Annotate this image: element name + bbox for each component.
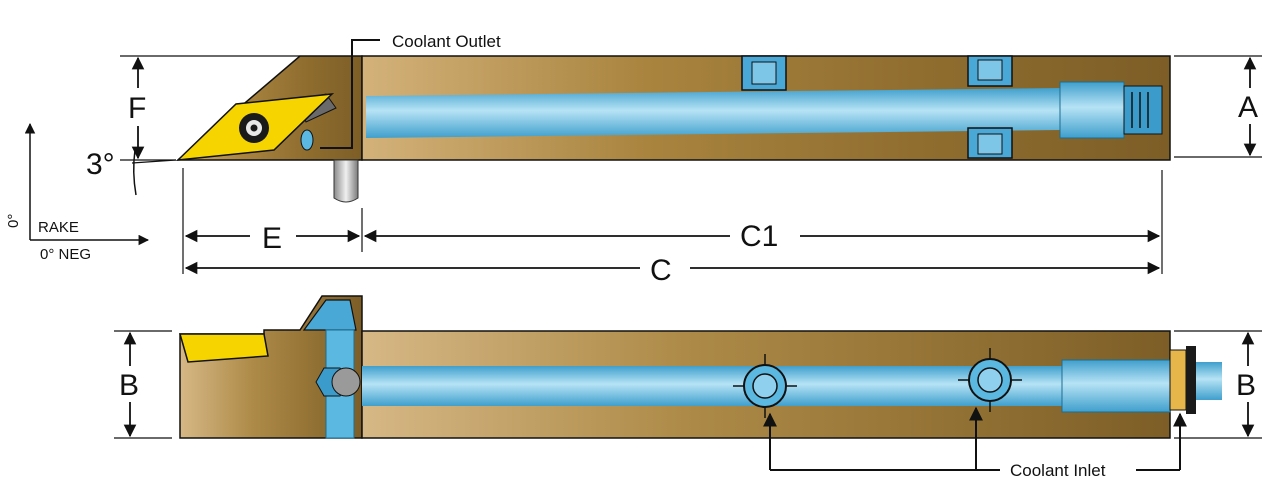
side-coolant-fitting [1061,359,1171,413]
top-screw-2 [967,55,1013,87]
side-coolant-channel [362,366,1062,406]
top-view: Coolant Outlet F 3° A [86,32,1262,203]
side-view: B B Coolant Inlet [114,295,1262,480]
dim-b-right-label: B [1236,369,1256,402]
top-screw-3 [967,127,1013,159]
top-coolant-channel [366,88,1060,138]
top-end-plug [1123,85,1163,135]
top-pin [333,159,359,203]
dim-a-label: A [1238,91,1258,124]
dim-b-left-label: B [119,369,139,402]
rake-label: RAKE [38,219,79,236]
dim-c1-label: C1 [740,220,778,253]
angle-3-label: 3° [86,148,115,181]
rake-indicator: 0° RAKE 0° NEG [5,122,150,263]
dim-e-label: E [262,222,282,255]
dim-c-label: C [650,254,672,287]
coolant-inlet-hole-2 [958,348,1022,412]
top-coolant-fitting [1059,81,1125,139]
side-pin [331,367,361,397]
neg-label: 0° NEG [40,246,91,263]
side-end-seal [1186,346,1196,414]
top-screw-1 [741,55,787,91]
coolant-inlet-label: Coolant Inlet [1010,461,1106,480]
coolant-outlet-label: Coolant Outlet [392,32,501,51]
coolant-inlet-hole-1 [733,354,797,418]
side-end-ring [1169,349,1187,411]
side-inlet-tube [1196,362,1222,400]
length-dimensions: E C1 C [182,168,1163,287]
side-head [179,295,363,439]
rake-zero-label: 0° [5,214,22,228]
top-coolant-outlet-hole [300,129,314,151]
dim-f-label: F [128,92,146,125]
side-insert [179,333,269,363]
